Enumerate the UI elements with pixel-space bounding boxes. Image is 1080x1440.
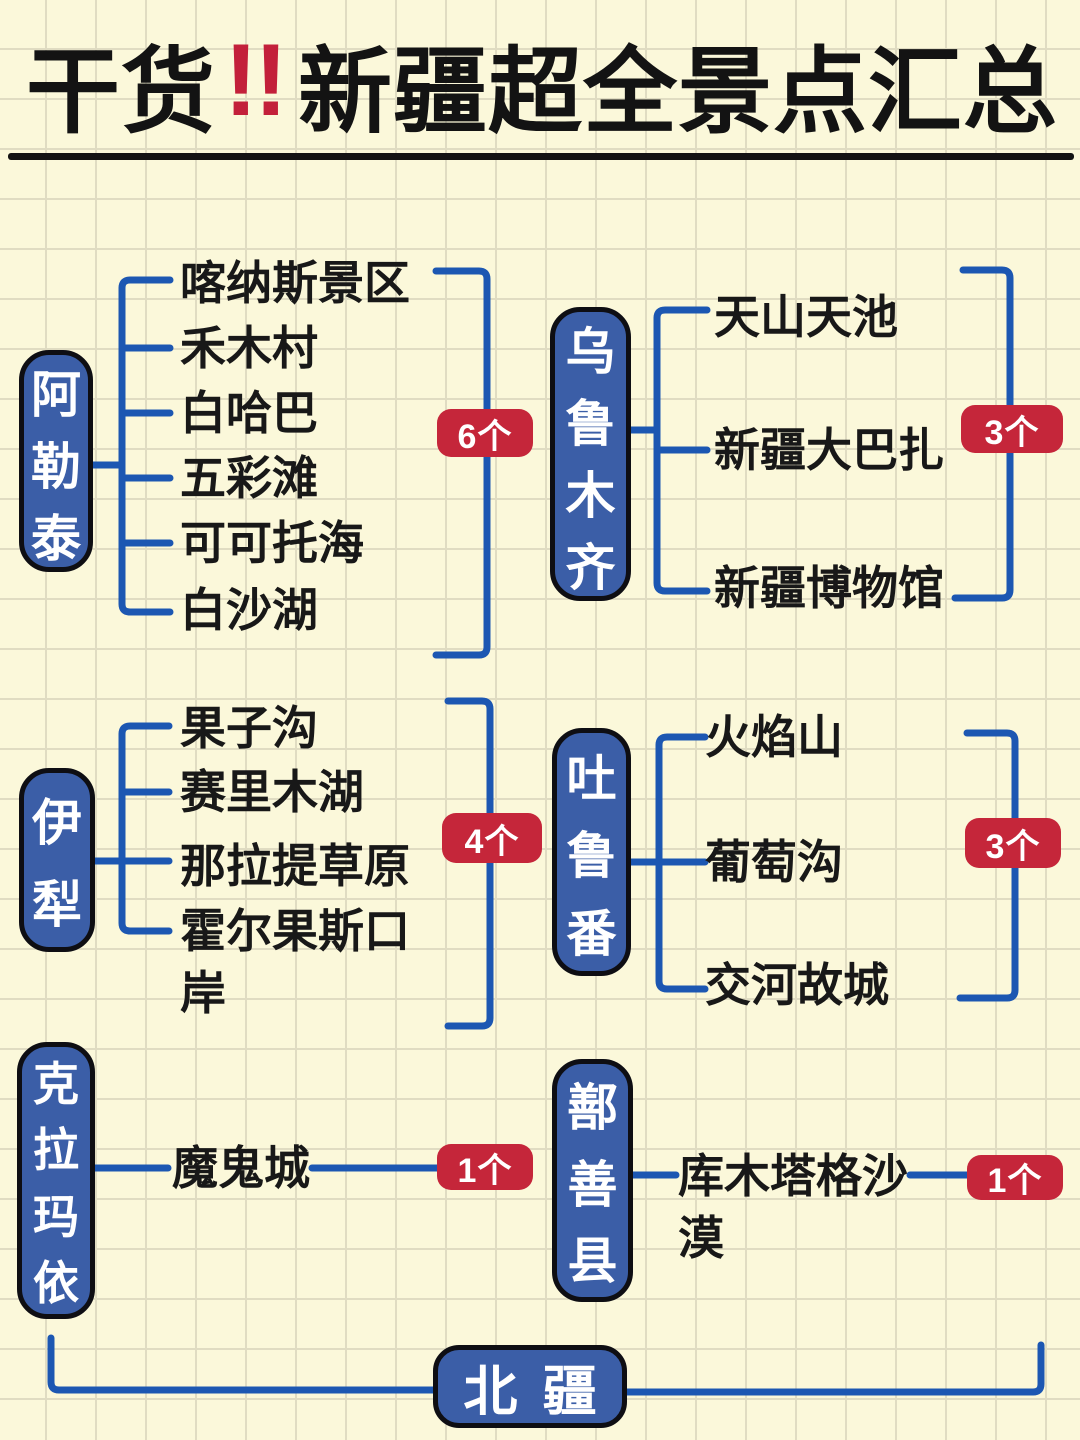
yili-left-bracket xyxy=(91,722,173,935)
attraction-label: 库木塔格沙漠 xyxy=(678,1150,908,1264)
altay-right-bracket xyxy=(432,267,491,659)
title-prefix: 干货 xyxy=(26,39,217,144)
altay-left-bracket xyxy=(89,276,174,616)
title-suffix: 新疆超全景点汇总 xyxy=(297,39,1058,144)
region-box-yili: 伊犁 xyxy=(19,768,95,952)
attraction-label: 天山天池 xyxy=(714,291,898,343)
attraction-label: 新疆大巴扎 xyxy=(714,424,944,476)
count-badge: 3个 xyxy=(961,405,1063,453)
attraction-label: 赛里木湖 xyxy=(180,766,364,818)
region-box-shanshan: 鄯善县 xyxy=(552,1059,633,1302)
region-box-north-xinjiang: 北疆 xyxy=(433,1345,627,1428)
page-title: 干货 !! 新疆超全景点汇总 xyxy=(26,16,1058,152)
north-xinjiang-left-link xyxy=(47,1334,437,1394)
attraction-label: 新疆博物馆 xyxy=(714,562,944,614)
double-exclamation-icon: !! xyxy=(224,22,288,137)
attraction-label: 白沙湖 xyxy=(180,584,318,636)
attraction-label: 霍尔果斯口岸 xyxy=(180,905,410,1019)
count-badge: 4个 xyxy=(442,813,542,863)
count-badge: 1个 xyxy=(437,1144,533,1190)
count-badge: 1个 xyxy=(967,1155,1063,1200)
attraction-label: 可可托海 xyxy=(180,517,364,569)
urumqi-left-bracket xyxy=(627,306,711,595)
region-box-turpan: 吐鲁番 xyxy=(552,728,631,976)
attraction-label: 那拉提草原 xyxy=(180,840,410,892)
attraction-label: 喀纳斯景区 xyxy=(180,257,410,309)
region-box-altay: 阿勒泰 xyxy=(19,350,93,572)
turpan-left-bracket xyxy=(627,733,709,993)
region-box-urumqi: 乌鲁木齐 xyxy=(550,307,631,601)
region-box-karamay: 克拉玛依 xyxy=(17,1042,95,1319)
attraction-label: 禾木村 xyxy=(180,322,318,374)
attraction-label: 五彩滩 xyxy=(180,452,318,504)
count-badge: 3个 xyxy=(965,818,1061,868)
attraction-label: 魔鬼城 xyxy=(172,1142,310,1194)
north-xinjiang-right-link xyxy=(623,1341,1045,1396)
count-badge: 6个 xyxy=(437,409,533,457)
attraction-label: 果子沟 xyxy=(180,702,318,754)
attraction-label: 火焰山 xyxy=(705,711,843,763)
attraction-label: 白哈巴 xyxy=(180,387,318,439)
attraction-label: 交河故城 xyxy=(705,959,889,1011)
attraction-label: 葡萄沟 xyxy=(705,836,843,888)
yili-right-bracket xyxy=(444,697,494,1030)
title-underline xyxy=(8,153,1074,160)
